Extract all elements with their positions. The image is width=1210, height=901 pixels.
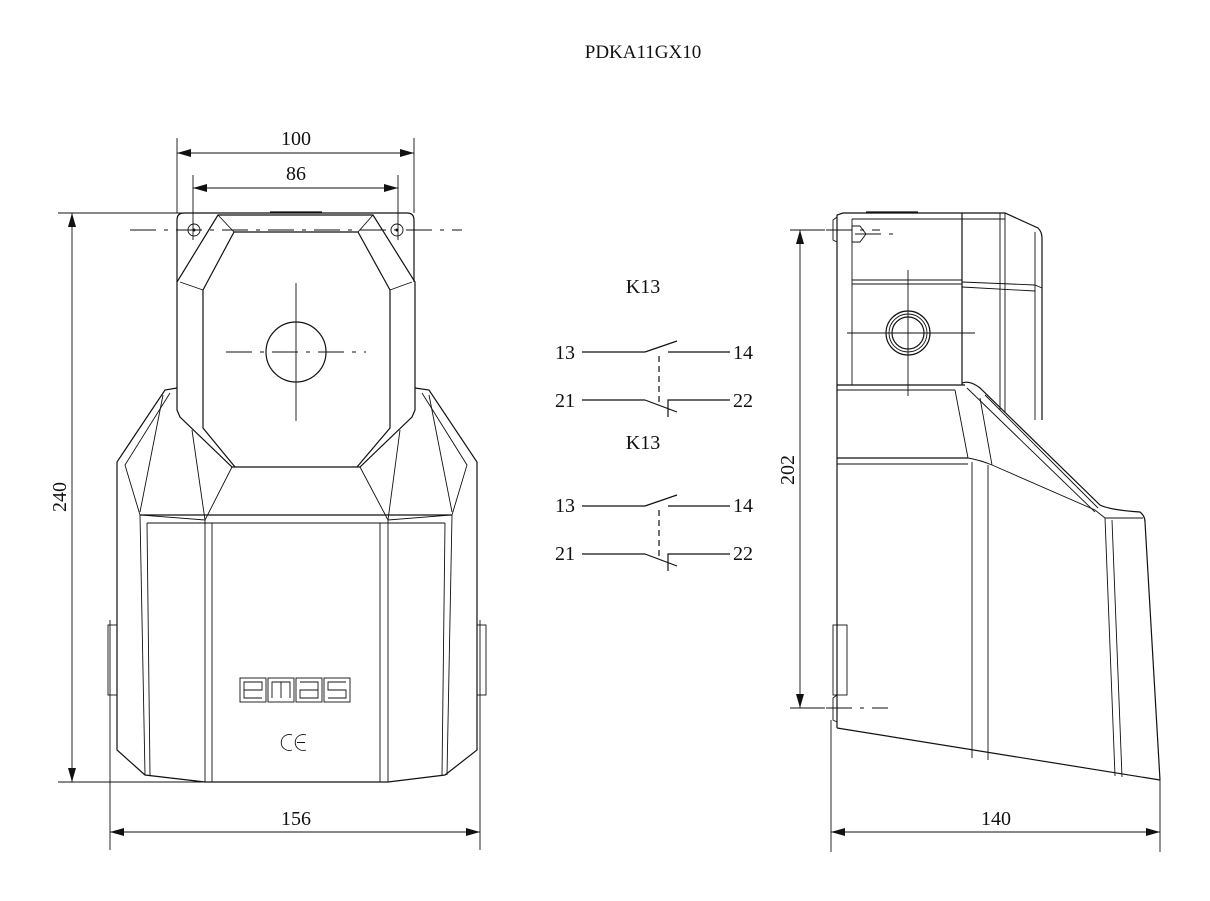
- dim-label-140: 140: [981, 808, 1011, 830]
- dimension-140: 140: [830, 720, 1161, 852]
- dim-label-156: 156: [281, 808, 311, 830]
- mounting-pin: [851, 225, 867, 243]
- terminal-22: 22: [733, 390, 753, 412]
- contact-block-label: K13: [626, 276, 660, 298]
- side-housing-back: [836, 212, 844, 728]
- dim-label-240: 240: [49, 482, 71, 512]
- emas-logo: [239, 677, 351, 703]
- terminal-21: 21: [555, 543, 575, 565]
- side-view: 202 140: [777, 211, 1161, 852]
- side-slope-outer: [961, 381, 1146, 523]
- terminal-14: 14: [733, 495, 753, 517]
- side-tab: [832, 624, 848, 696]
- button-head-inner: [202, 231, 391, 468]
- side-housing-top: [843, 212, 1043, 420]
- dimension-width-86: 86: [192, 163, 399, 240]
- side-front-edge: [1144, 521, 1161, 781]
- circuit-diagram-2: K13 13 14 21 22: [555, 432, 753, 571]
- ce-mark: [280, 734, 307, 751]
- body-outline: [116, 387, 478, 783]
- contact-block-label: K13: [626, 432, 660, 454]
- terminal-13: 13: [555, 495, 575, 517]
- terminal-14: 14: [733, 342, 753, 364]
- dim-label-86: 86: [286, 163, 306, 185]
- side-tab-right: [476, 624, 487, 696]
- mounting-flange: [176, 212, 415, 282]
- side-tab-left: [107, 624, 118, 696]
- front-view: 100 86 240 156: [49, 128, 487, 850]
- dim-label-100: 100: [281, 128, 311, 150]
- side-bottom-edge: [836, 727, 1161, 781]
- terminal-13: 13: [555, 342, 575, 364]
- circuit-diagram-1: K13 13 14 21 22: [555, 276, 753, 417]
- terminal-21: 21: [555, 390, 575, 412]
- dimension-height-240: 240: [49, 212, 210, 783]
- dimension-width-156: 156: [109, 620, 481, 850]
- dimension-width-100: 100: [176, 128, 415, 213]
- dim-label-202: 202: [777, 455, 799, 485]
- terminal-22: 22: [733, 543, 753, 565]
- drawing-title: PDKA11GX10: [585, 42, 701, 63]
- dimension-202: 202: [777, 229, 825, 709]
